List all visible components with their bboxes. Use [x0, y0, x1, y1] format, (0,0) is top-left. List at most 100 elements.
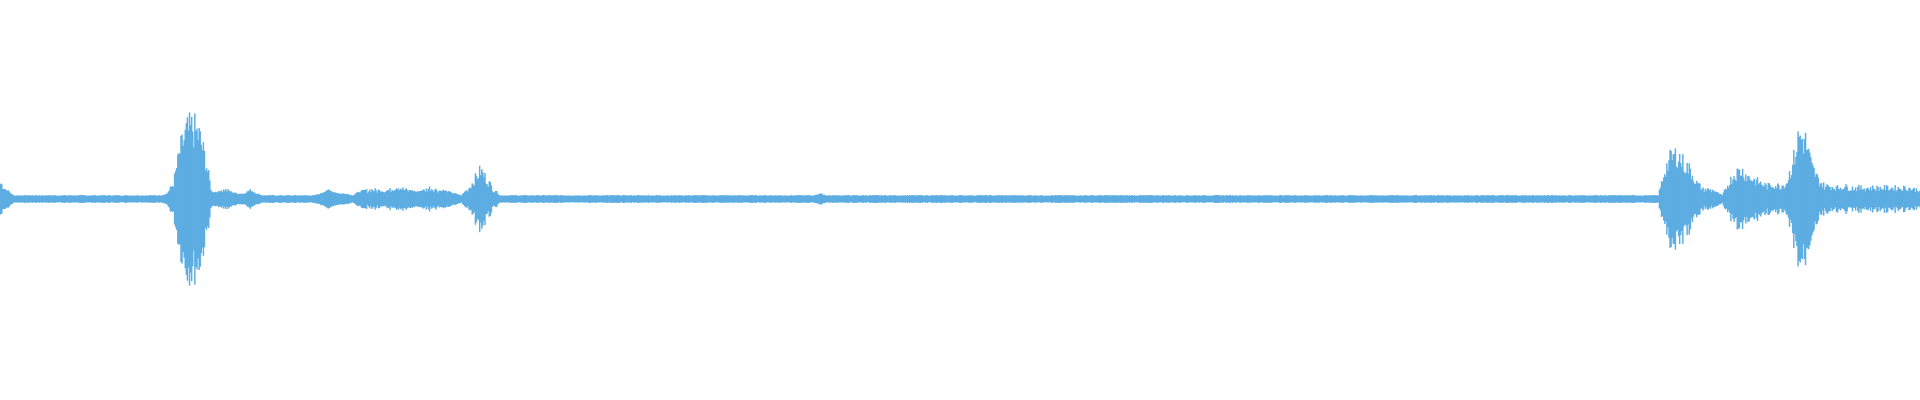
waveform-bar	[1287, 195, 1289, 203]
waveform-bar	[1451, 195, 1454, 203]
waveform-bar	[762, 195, 765, 203]
waveform-bar	[1357, 195, 1360, 203]
waveform-bar	[236, 194, 239, 204]
waveform-bar	[1237, 195, 1239, 203]
waveform-bar	[428, 186, 431, 212]
waveform-bar	[1566, 195, 1569, 203]
waveform-bar	[1161, 195, 1164, 203]
waveform-bar	[398, 190, 401, 208]
waveform-bar	[234, 192, 237, 206]
waveform-bar	[638, 195, 641, 203]
waveform-bar	[211, 191, 213, 207]
waveform-bar	[1500, 195, 1503, 203]
waveform-bar	[1900, 190, 1903, 208]
waveform-bar	[1781, 185, 1783, 213]
waveform-bar	[1687, 173, 1689, 225]
waveform-bar	[1112, 195, 1114, 203]
waveform-bar	[777, 195, 780, 203]
waveform-bar	[694, 195, 696, 203]
waveform-bar	[1088, 195, 1090, 203]
waveform-bar	[1403, 195, 1406, 203]
waveform-bar	[1202, 195, 1204, 203]
waveform-bar	[1262, 195, 1265, 203]
waveform-bar	[1009, 195, 1011, 203]
waveform-bar	[23, 195, 25, 203]
waveform-bar	[1914, 192, 1917, 206]
waveform-bar	[1053, 195, 1056, 203]
waveform-bar	[1477, 195, 1479, 203]
waveform-bar	[1911, 189, 1913, 209]
waveform-bar	[824, 195, 826, 203]
waveform-bar	[87, 195, 89, 203]
waveform-bar	[642, 195, 644, 203]
waveform-bar	[1228, 195, 1231, 203]
waveform-bar	[97, 195, 99, 203]
waveform-bar	[1602, 195, 1604, 203]
waveform-bar	[1248, 195, 1250, 203]
waveform-bar	[1685, 172, 1687, 226]
waveform-bar	[1830, 190, 1832, 208]
waveform-bar	[920, 195, 922, 203]
waveform-bar	[1344, 195, 1346, 203]
waveform-bar	[713, 195, 716, 203]
waveform-bar	[1037, 195, 1040, 203]
waveform-bar	[556, 195, 559, 203]
waveform-bar	[819, 193, 821, 205]
waveform-bar	[898, 195, 900, 203]
waveform-bar	[300, 195, 303, 203]
waveform-bar	[1722, 192, 1725, 206]
waveform-bar	[1621, 195, 1623, 203]
waveform-bar	[280, 195, 282, 203]
waveform-bar	[1840, 187, 1842, 211]
waveform-bar	[1364, 195, 1366, 203]
waveform-bar	[1150, 195, 1153, 203]
waveform-bar	[1409, 195, 1411, 203]
waveform-bar	[932, 195, 934, 203]
waveform-bar	[661, 195, 663, 203]
waveform-bar	[872, 195, 874, 203]
waveform-bar	[971, 195, 974, 203]
waveform-bar	[1349, 195, 1351, 203]
waveform-bar	[1539, 195, 1541, 203]
waveform-bar	[941, 195, 944, 203]
waveform-bar	[274, 195, 276, 203]
waveform-bar	[878, 195, 881, 203]
waveform-bar	[582, 195, 584, 203]
waveform-bar	[622, 195, 625, 203]
waveform-bar	[337, 193, 339, 205]
waveform-bar	[247, 191, 249, 207]
waveform-bar	[1187, 195, 1189, 203]
waveform-bar	[526, 195, 529, 203]
waveform-bar	[1592, 195, 1594, 203]
waveform-bar	[1565, 195, 1568, 203]
waveform-bar	[1491, 195, 1493, 203]
waveform-bar	[1201, 195, 1203, 203]
waveform-bar	[1104, 195, 1106, 203]
waveform-bar	[270, 195, 273, 203]
waveform-bar	[1022, 195, 1025, 203]
waveform-bar	[119, 195, 121, 203]
waveform-bar	[1345, 195, 1347, 203]
waveform-bar	[923, 195, 926, 203]
waveform-bar	[1874, 188, 1876, 210]
waveform-bar	[1625, 195, 1628, 203]
waveform-bar	[252, 192, 255, 206]
waveform-bar	[958, 195, 961, 203]
waveform-bar	[867, 195, 869, 203]
waveform-bar	[1293, 195, 1296, 203]
waveform-bar	[278, 195, 280, 203]
waveform-bar	[254, 193, 257, 205]
waveform-bar	[1524, 195, 1526, 203]
waveform-bar	[1396, 195, 1398, 203]
waveform-bar	[624, 195, 626, 203]
waveform-bar	[322, 192, 324, 206]
waveform-bar	[1529, 195, 1532, 203]
waveform-bar	[1219, 195, 1221, 203]
waveform-bar	[4, 189, 6, 209]
waveform-bar	[476, 179, 479, 219]
waveform-bar	[1026, 195, 1028, 203]
waveform-bar	[519, 195, 521, 203]
waveform-bar	[1787, 180, 1790, 218]
waveform-bar	[1236, 195, 1238, 203]
waveform-bar	[858, 195, 861, 203]
